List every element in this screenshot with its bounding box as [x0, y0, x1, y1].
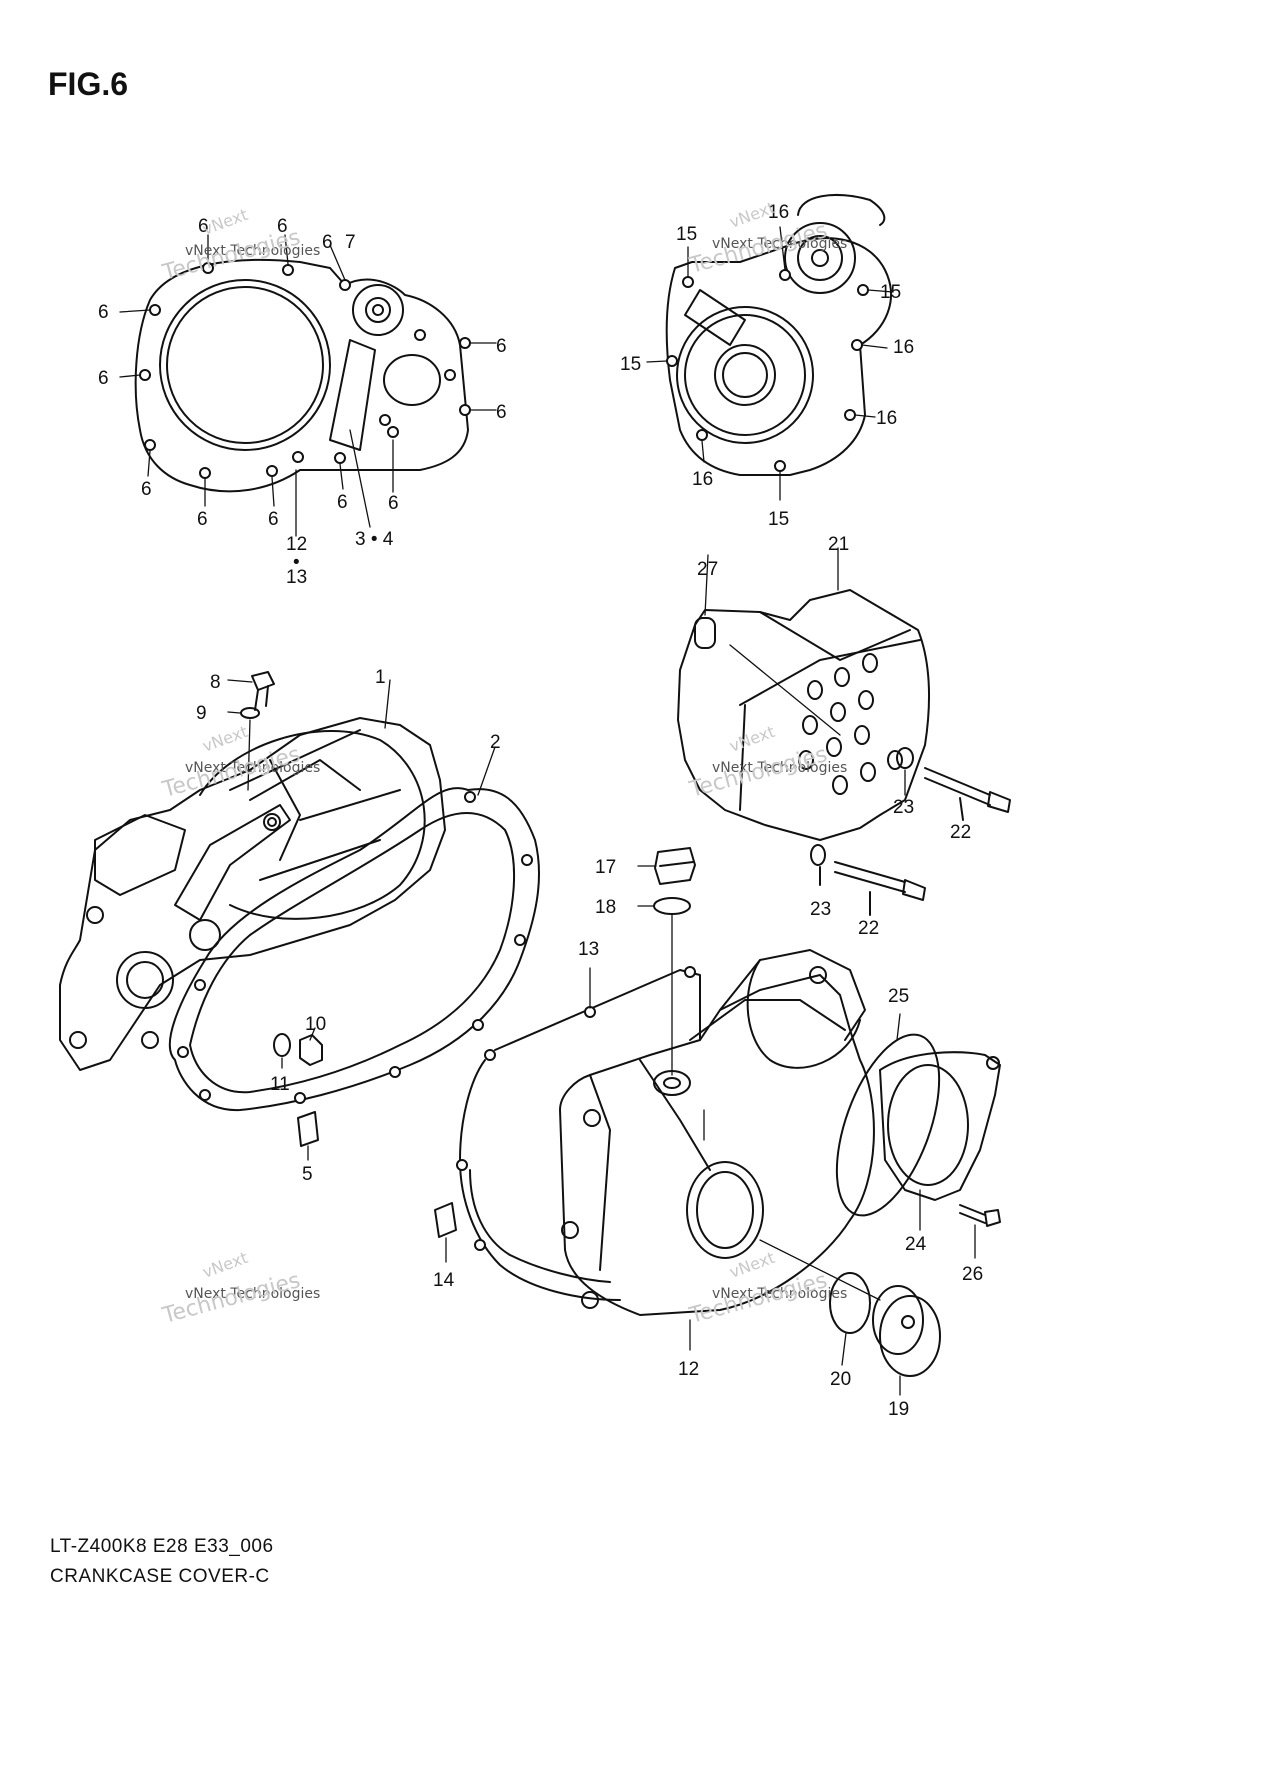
clutch-cover-outline: [134, 258, 471, 493]
watermarks: vNext vNext Technologies Technologies vN…: [159, 198, 847, 1329]
bolt-22-lower: [810, 844, 926, 916]
callout-16: 16: [768, 202, 789, 223]
callout-19: 19: [888, 1399, 909, 1420]
callout-6: 6: [268, 509, 279, 530]
callout-17: 17: [595, 857, 616, 878]
svg-text:vNext Technologies: vNext Technologies: [185, 1286, 320, 1302]
svg-text:vNext: vNext: [200, 1248, 250, 1282]
callout-3-4: 3 • 4: [355, 529, 394, 550]
callout-12: 12: [678, 1359, 699, 1380]
svg-text:vNext Technologies: vNext Technologies: [712, 236, 847, 252]
callout-23: 23: [810, 899, 831, 920]
callout-6: 6: [337, 492, 348, 513]
callout-6: 6: [496, 336, 507, 357]
callout-16: 16: [876, 408, 897, 429]
svg-text:vNext: vNext: [727, 722, 777, 756]
callout-14: 14: [433, 1270, 455, 1291]
callout-21: 21: [828, 534, 849, 555]
gasket-13: [456, 966, 701, 1301]
callout-6: 6: [98, 302, 109, 323]
svg-text:vNext Technologies: vNext Technologies: [712, 1286, 847, 1302]
callout-24: 24: [905, 1234, 927, 1255]
callout-6: 6: [277, 216, 288, 237]
model-code: LT-Z400K8 E28 E33_006: [50, 1536, 274, 1557]
callout-25: 25: [888, 986, 909, 1007]
svg-text:vNext: vNext: [727, 198, 777, 232]
callout-22: 22: [858, 918, 879, 939]
callout-6: 6: [198, 216, 209, 237]
gasket-25: [835, 1033, 941, 1217]
dowel-5: [297, 1111, 319, 1147]
generator-cover-outline: [665, 194, 892, 476]
callout-numbers: 6 6 6 7 6 6 6 6 6 6 6 6 6 12 • 13 3 • 4 …: [98, 202, 983, 1420]
callout-6: 6: [322, 232, 333, 253]
gasket-11: [273, 1033, 291, 1057]
callout-12: 12: [286, 534, 307, 555]
svg-text:vNext: vNext: [727, 1248, 777, 1282]
clutch-cover-1: [59, 717, 446, 1071]
svg-text:vNext: vNext: [200, 722, 250, 756]
svg-text:vNext: vNext: [200, 205, 250, 239]
figure-name: CRANKCASE COVER-C: [50, 1566, 270, 1587]
gasket-2: [168, 787, 540, 1112]
callout-9: 9: [196, 703, 207, 724]
callout-6: 6: [496, 402, 507, 423]
bolt-22-upper: [896, 747, 1011, 821]
callout-27: 27: [697, 559, 718, 580]
callout-6: 6: [388, 493, 399, 514]
figure-title: FIG.6: [48, 66, 129, 102]
callout-13: 13: [286, 567, 307, 588]
callout-1: 1: [375, 667, 386, 688]
callout-18: 18: [595, 897, 616, 918]
gasket-18: [653, 897, 691, 915]
plug-10: [299, 1034, 323, 1066]
o-ring-20: [829, 1272, 871, 1334]
callout-7: 7: [345, 232, 356, 253]
plug-19: [872, 1285, 941, 1377]
callout-6: 6: [197, 509, 208, 530]
callout-20: 20: [830, 1369, 851, 1390]
cover-guard-21: [677, 589, 931, 841]
generator-cover-12: [559, 949, 875, 1316]
callout-10: 10: [305, 1014, 326, 1035]
washer-9: [240, 707, 260, 719]
svg-text:vNext Technologies: vNext Technologies: [185, 760, 320, 776]
callout-15: 15: [880, 282, 901, 303]
callout-15: 15: [768, 509, 789, 530]
callout-26: 26: [962, 1264, 983, 1285]
callout-16: 16: [893, 337, 914, 358]
callout-15: 15: [620, 354, 641, 375]
callout-11: 11: [270, 1074, 290, 1095]
svg-text:vNext Technologies: vNext Technologies: [185, 243, 320, 259]
callout-13: 13: [578, 939, 599, 960]
callout-2: 2: [490, 732, 501, 753]
callout-dot: •: [293, 552, 300, 573]
callout-15: 15: [676, 224, 697, 245]
callout-5: 5: [302, 1164, 313, 1185]
callout-16: 16: [692, 469, 713, 490]
callout-6: 6: [98, 368, 109, 389]
callout-22: 22: [950, 822, 971, 843]
bolt-8: [251, 671, 275, 711]
cover-24: [879, 1051, 1001, 1201]
svg-text:vNext Technologies: vNext Technologies: [712, 760, 847, 776]
dowel-14: [434, 1202, 457, 1238]
callout-6: 6: [141, 479, 152, 500]
bolt-26: [959, 1204, 1001, 1227]
callout-23: 23: [893, 797, 914, 818]
callout-8: 8: [210, 672, 221, 693]
plug-17: [654, 847, 696, 885]
